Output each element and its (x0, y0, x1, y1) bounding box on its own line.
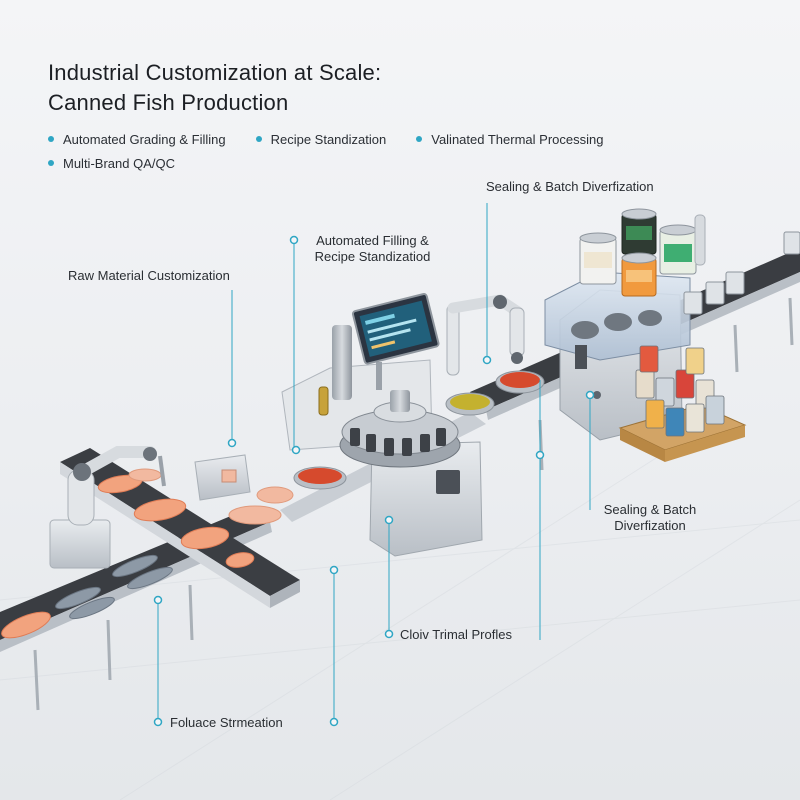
bullet-item: Automated Grading & Filling (48, 130, 226, 148)
whole-fish (55, 554, 173, 620)
pallet-of-cans (618, 345, 747, 462)
title-line-1: Industrial Customization at Scale: (48, 60, 382, 85)
label-raw-material: Raw Material Customization (68, 268, 230, 283)
label-sealing-right: Sealing & Batch Diverfization (603, 502, 697, 533)
title-line-2: Canned Fish Production (48, 90, 289, 115)
label-sealing-top: Sealing & Batch Diverfization (486, 179, 654, 194)
can-good (659, 224, 697, 275)
robot-arm-center (446, 294, 525, 376)
salmon-fillet (1, 611, 51, 639)
page-title: Industrial Customization at Scale: Canne… (48, 58, 381, 118)
label-foluace: Foluace Strmeation (170, 715, 283, 730)
bullet-dot (48, 160, 54, 166)
floating-cans (579, 208, 706, 297)
sauce-bowls (293, 370, 545, 490)
conveyor-cans (683, 231, 800, 315)
grading-box (194, 454, 251, 501)
bullet-dot (255, 136, 262, 142)
bullet-item: Valinated Thermal Processing (416, 130, 603, 148)
bullet-item: Multi-Brand QA/QC (48, 154, 175, 172)
feature-bullets: Automated Grading & Filling Recipe Stand… (48, 130, 688, 172)
can-fresh (621, 208, 657, 255)
robot-arm-left (49, 446, 166, 569)
can-orange (621, 252, 657, 297)
label-automated-filling: Automated Filling & Recipe Standizatiod (314, 233, 431, 264)
can-best (579, 232, 617, 285)
label-thermal-profiles: Cloiv Trimal Profles (400, 627, 512, 642)
callout-lines (157, 203, 591, 722)
bullet-dot (416, 136, 423, 142)
fillet-conveyor (60, 448, 300, 608)
rotary-filler (281, 293, 483, 557)
bullet-item: Recipe Standization (255, 130, 386, 148)
bullet-dot (48, 136, 54, 142)
callout-dots (153, 235, 595, 727)
